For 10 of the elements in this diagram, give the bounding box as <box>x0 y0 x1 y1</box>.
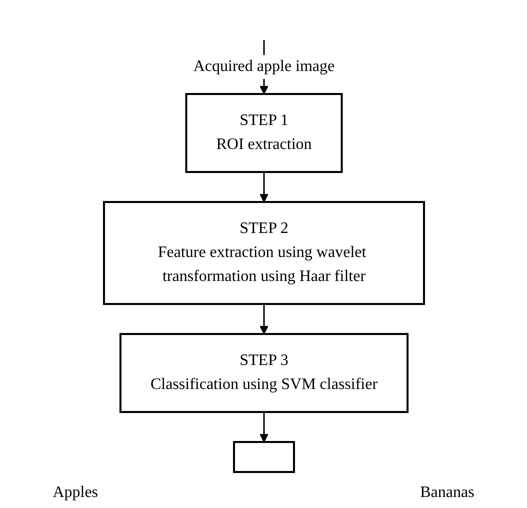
node-box <box>232 441 294 473</box>
node-box: STEP 2 Feature extraction using wavelet transformation using Haar filter <box>102 201 424 305</box>
arrow <box>259 172 268 202</box>
note-text: Bananas <box>420 484 474 502</box>
note-text: Apples <box>52 484 98 502</box>
node-box: STEP 3 Classification using SVM classifier <box>118 333 408 413</box>
edge-label: Acquired apple image <box>192 58 334 75</box>
arrow <box>259 412 268 442</box>
node-box: STEP 1 ROI extraction <box>184 93 342 173</box>
arrow <box>259 304 268 334</box>
